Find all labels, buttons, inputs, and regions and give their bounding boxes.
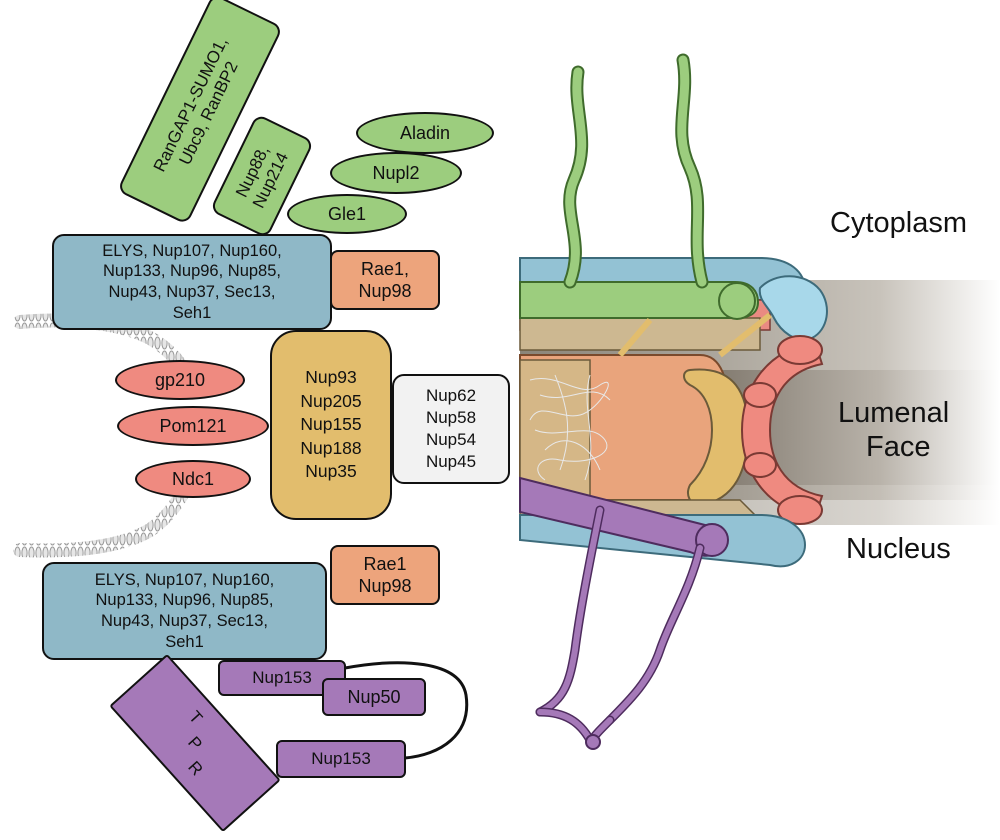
lumenal-face-label: Lumenal Face — [838, 396, 949, 464]
outer-ring-top-line-2: Nup133, Nup96, Nup85, — [103, 262, 281, 281]
outer-ring-top-line-1: ELYS, Nup107, Nup160, — [102, 241, 282, 260]
lumenal-label-line-1: Lumenal — [838, 397, 950, 429]
aladin-label: Aladin — [399, 122, 451, 143]
pore-illustration — [519, 53, 1000, 750]
tpr-letter-p: P — [184, 732, 207, 754]
central-fg-box: Nup62 Nup58 Nup54 Nup45 — [392, 374, 510, 484]
outer-ring-bottom-line-2: Nup133, Nup96, Nup85, — [95, 591, 274, 610]
nup153-lower-label: Nup153 — [311, 749, 371, 769]
aladin-oval: Aladin — [356, 112, 494, 154]
outer-ring-top-line-3: Nup43, Nup37, Sec13, — [108, 283, 276, 301]
rae1-top-line-2: Nup98 — [358, 281, 412, 301]
rae1-top-box: Rae1, Nup98 — [330, 250, 440, 310]
inner-ring-line-3: Nup155 — [300, 414, 362, 435]
central-fg-line-3: Nup54 — [425, 430, 477, 449]
outer-ring-top-line-4: Seh1 — [172, 303, 212, 322]
cytoplasm-label: Cytoplasm — [830, 207, 967, 239]
nupl2-label: Nupl2 — [372, 162, 420, 183]
nucleus-label: Nucleus — [846, 533, 951, 565]
central-fg-line-1: Nup62 — [425, 385, 477, 405]
inner-ring-box: Nup93 Nup205 Nup155 Nup188 Nup35 — [270, 330, 392, 520]
nup153-lower-box: Nup153 — [276, 740, 406, 778]
rae1-bottom-box: Rae1 Nup98 — [330, 545, 440, 605]
gp210-oval: gp210 — [115, 360, 245, 400]
pom121-label: Pom121 — [159, 415, 227, 436]
gle1-oval: Gle1 — [287, 194, 407, 234]
nup50-box: Nup50 — [322, 678, 426, 716]
central-fg-line-4: Nup45 — [425, 452, 477, 472]
outer-ring-bottom-box: ELYS, Nup107, Nup160, Nup133, Nup96, Nup… — [42, 562, 327, 660]
rae1-top-line-1: Rae1, — [360, 258, 410, 279]
inner-ring-line-1: Nup93 — [305, 366, 357, 387]
inner-ring-line-2: Nup205 — [300, 390, 362, 411]
outer-ring-top-box: ELYS, Nup107, Nup160, Nup133, Nup96, Nup… — [52, 234, 332, 330]
central-fg-line-2: Nup58 — [425, 407, 477, 427]
nupl2-oval: Nupl2 — [330, 152, 462, 194]
outer-ring-bottom-line-3: Nup43, Nup37, Sec13, — [101, 612, 268, 630]
inner-ring-line-4: Nup188 — [300, 437, 362, 458]
lumenal-label-line-2: Face — [866, 431, 931, 464]
tpr-letter-t: T — [184, 707, 206, 728]
nup153-upper-label: Nup153 — [252, 668, 312, 688]
rae1-bottom-line-1: Rae1 — [363, 553, 407, 574]
tpr-letter-r: R — [184, 757, 207, 780]
outer-ring-bottom-line-4: Seh1 — [165, 632, 204, 651]
nup50-label: Nup50 — [347, 686, 401, 707]
inner-ring-line-5: Nup35 — [305, 461, 357, 482]
gp210-label: gp210 — [154, 369, 206, 390]
ndc1-label: Ndc1 — [171, 468, 215, 489]
rae1-bottom-line-2: Nup98 — [358, 576, 412, 596]
pom121-oval: Pom121 — [117, 406, 269, 446]
ndc1-oval: Ndc1 — [135, 460, 251, 498]
basket-tether-line — [344, 661, 469, 760]
outer-ring-bottom-line-1: ELYS, Nup107, Nup160, — [94, 570, 275, 589]
gle1-label: Gle1 — [327, 203, 367, 224]
